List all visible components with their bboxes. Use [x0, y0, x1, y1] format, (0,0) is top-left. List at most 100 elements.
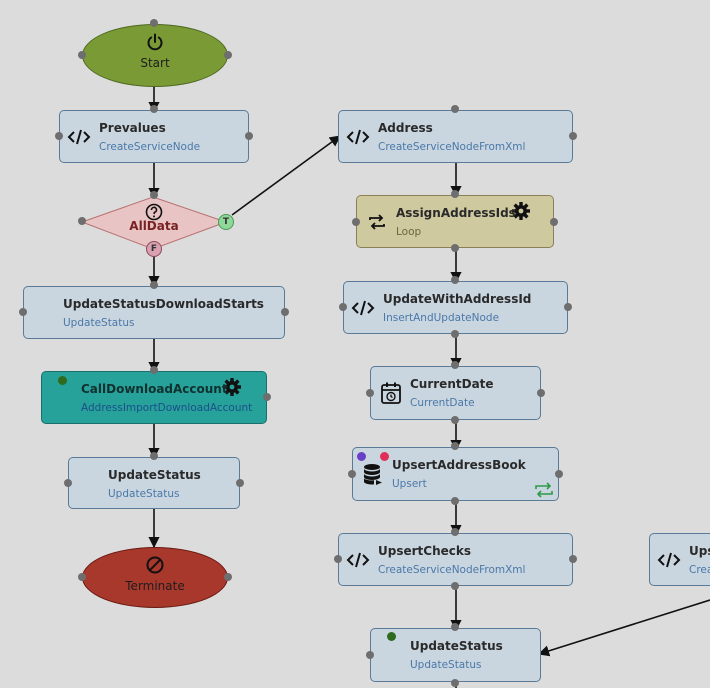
port[interactable]	[339, 303, 347, 311]
code-icon	[346, 552, 370, 568]
node-partial-right[interactable]: Ups Crea	[649, 533, 710, 586]
code-icon	[67, 129, 91, 145]
node-upsert-checks[interactable]: UpsertChecks CreateServiceNodeFromXml	[338, 533, 573, 586]
port[interactable]	[555, 470, 563, 478]
terminate-node[interactable]: Terminate	[82, 547, 228, 608]
node-subtitle: CurrentDate	[410, 397, 475, 409]
port[interactable]	[451, 361, 459, 369]
node-title: UpdateStatus	[410, 639, 503, 653]
node-prevalues[interactable]: Prevalues CreateServiceNode	[59, 110, 249, 163]
node-title: Ups	[689, 544, 710, 558]
false-port[interactable]: F	[146, 241, 162, 257]
port[interactable]	[451, 623, 459, 631]
port[interactable]	[150, 191, 158, 199]
gear-icon[interactable]	[222, 377, 242, 397]
port[interactable]	[352, 218, 360, 226]
port[interactable]	[451, 528, 459, 536]
port[interactable]	[366, 651, 374, 659]
question-icon	[145, 203, 163, 221]
code-icon	[346, 129, 370, 145]
stop-icon	[146, 556, 164, 574]
node-subtitle: UpdateStatus	[410, 659, 482, 671]
port[interactable]	[150, 452, 158, 460]
port[interactable]	[564, 303, 572, 311]
port[interactable]	[451, 497, 459, 505]
port[interactable]	[224, 573, 232, 581]
node-subtitle: CreateServiceNode	[99, 141, 201, 153]
node-title: Address	[378, 121, 433, 135]
node-subtitle: UpdateStatus	[108, 488, 180, 500]
port[interactable]	[224, 51, 232, 59]
port[interactable]	[451, 276, 459, 284]
port[interactable]	[569, 555, 577, 563]
node-title: UpdateStatusDownloadStarts	[63, 297, 264, 311]
port[interactable]	[537, 389, 545, 397]
status-dot	[387, 632, 396, 641]
node-subtitle: CreateServiceNodeFromXml	[378, 141, 526, 153]
code-icon	[351, 300, 375, 316]
status-dot	[357, 452, 366, 461]
port[interactable]	[236, 479, 244, 487]
node-title: UpdateWithAddressId	[383, 292, 532, 306]
port[interactable]	[451, 442, 459, 450]
port[interactable]	[263, 393, 271, 401]
port[interactable]	[245, 132, 253, 140]
port[interactable]	[451, 105, 459, 113]
node-update-status-download-starts[interactable]: UpdateStatusDownloadStarts UpdateStatus	[23, 286, 285, 339]
loop-icon	[369, 214, 385, 230]
node-address[interactable]: Address CreateServiceNodeFromXml	[338, 110, 573, 163]
node-call-download-account[interactable]: CallDownloadAccount AddressImportDownloa…	[41, 371, 267, 424]
node-title: UpsertAddressBook	[392, 458, 526, 472]
gear-icon[interactable]	[511, 201, 531, 221]
power-icon	[147, 33, 163, 51]
port[interactable]	[78, 573, 86, 581]
node-subtitle: UpdateStatus	[63, 317, 135, 329]
port[interactable]	[451, 190, 459, 198]
port[interactable]	[55, 132, 63, 140]
edge-alldata-true-address	[231, 135, 341, 216]
port[interactable]	[348, 470, 356, 478]
node-update-status-left[interactable]: UpdateStatus UpdateStatus	[68, 457, 240, 509]
start-label: Start	[140, 56, 170, 70]
true-port[interactable]: T	[218, 214, 234, 230]
node-subtitle: Crea	[689, 564, 710, 576]
node-title: CallDownloadAccount	[81, 382, 228, 396]
port[interactable]	[150, 366, 158, 374]
calendar-clock-icon	[381, 382, 401, 404]
port[interactable]	[569, 132, 577, 140]
port[interactable]	[451, 244, 459, 252]
port[interactable]	[64, 479, 72, 487]
node-title: Prevalues	[99, 121, 166, 135]
node-assign-address-ids[interactable]: AssignAddressIds Loop	[356, 195, 554, 248]
node-update-status-right[interactable]: UpdateStatus UpdateStatus	[370, 628, 541, 682]
node-title: AssignAddressIds	[396, 206, 516, 220]
port[interactable]	[334, 555, 342, 563]
port[interactable]	[150, 19, 158, 27]
node-subtitle: AddressImportDownloadAccount	[81, 402, 253, 414]
node-subtitle: Loop	[396, 226, 422, 238]
node-upsert-address-book[interactable]: UpsertAddressBook Upsert	[352, 447, 559, 501]
node-subtitle: InsertAndUpdateNode	[383, 312, 500, 324]
port[interactable]	[451, 416, 459, 424]
decision-label: AllData	[129, 219, 179, 233]
port[interactable]	[550, 218, 558, 226]
start-node[interactable]: Start	[82, 24, 228, 87]
port[interactable]	[19, 308, 27, 316]
database-icon	[364, 464, 382, 485]
port[interactable]	[150, 105, 158, 113]
node-update-with-address-id[interactable]: UpdateWithAddressId InsertAndUpdateNode	[343, 281, 568, 334]
port[interactable]	[451, 330, 459, 338]
edge-partial-updatestatus	[537, 599, 710, 657]
code-icon	[657, 552, 681, 568]
port[interactable]	[366, 389, 374, 397]
node-current-date[interactable]: CurrentDate CurrentDate	[370, 366, 541, 420]
loop-icon	[535, 482, 553, 498]
port[interactable]	[281, 308, 289, 316]
node-title: UpdateStatus	[108, 468, 201, 482]
port[interactable]	[451, 582, 459, 590]
port[interactable]	[78, 217, 86, 225]
port[interactable]	[78, 51, 86, 59]
port[interactable]	[150, 281, 158, 289]
port[interactable]	[451, 679, 459, 687]
